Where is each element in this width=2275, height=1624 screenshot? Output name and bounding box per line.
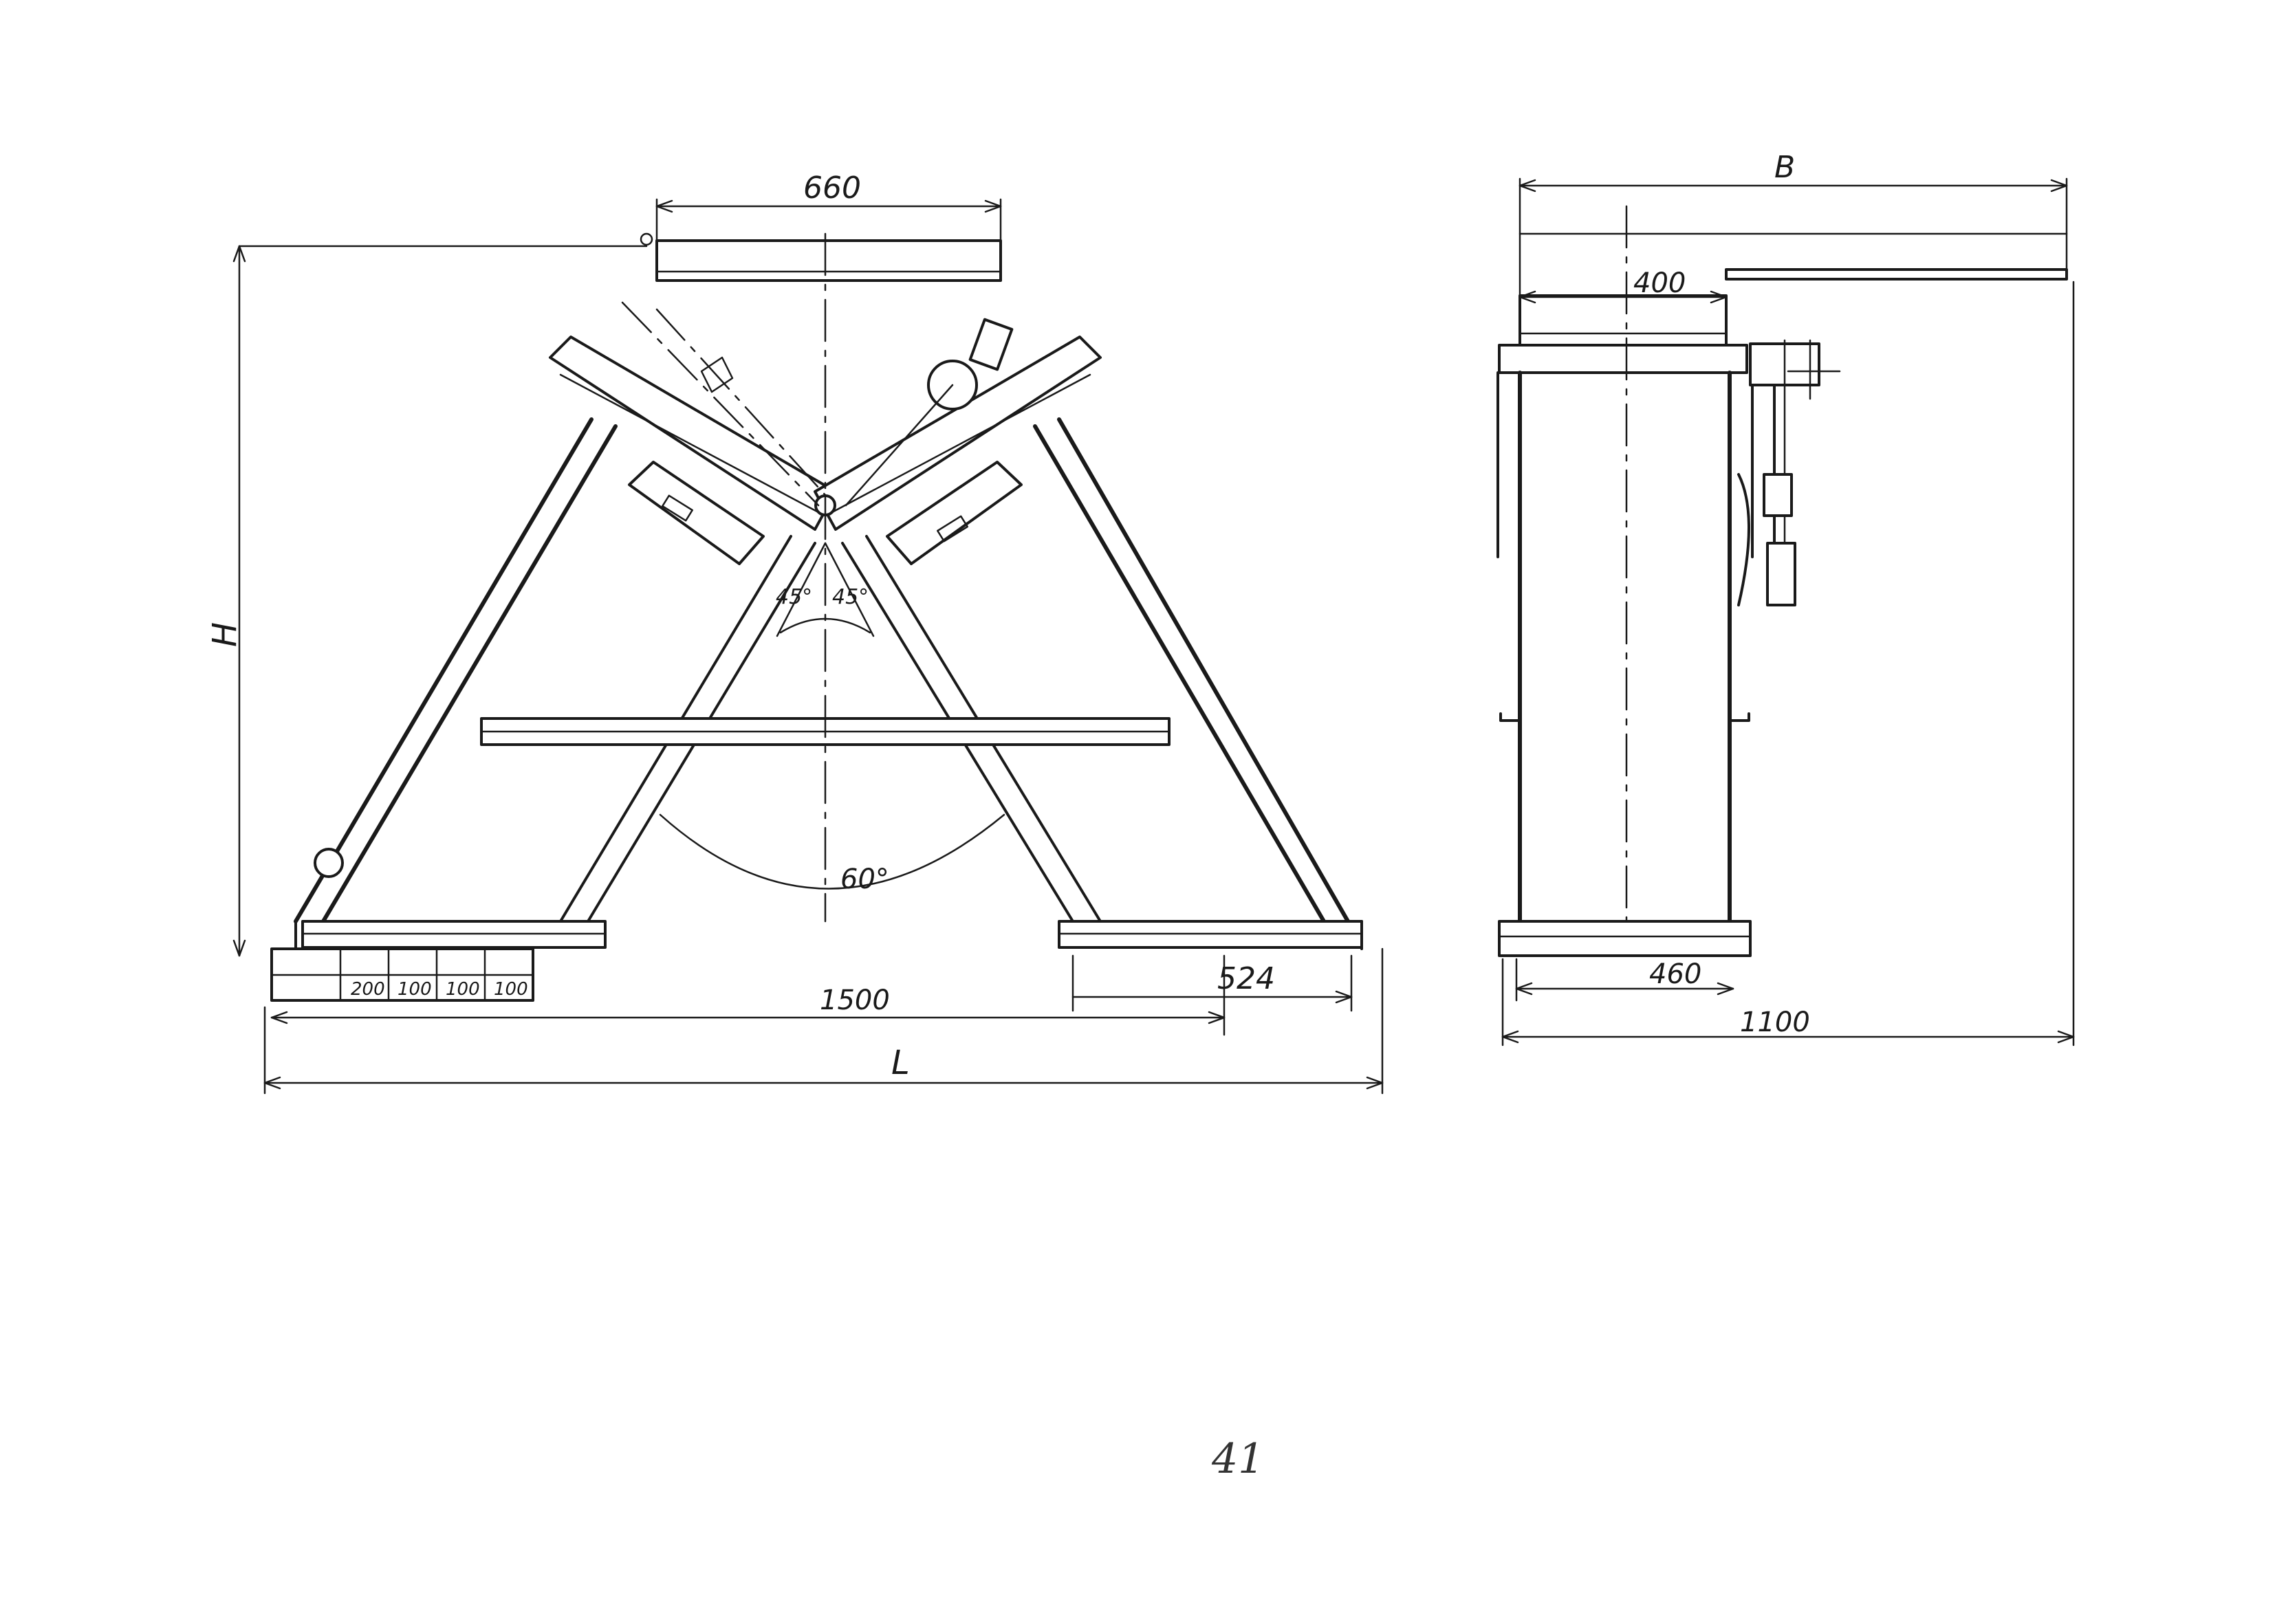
dim-text-angle-left: 45° [776, 585, 812, 609]
dim-overall-length [263, 947, 1384, 1095]
dim-text-B: B [1774, 150, 1795, 185]
right-foot [1058, 920, 1363, 950]
dim-text-524: 524 [1217, 961, 1275, 996]
angle-arc-60 [659, 813, 1005, 890]
side-gauge-bracket [1737, 339, 1841, 606]
side-hook-left [1499, 712, 1521, 722]
ruler-label-1: 200 [351, 979, 385, 1000]
side-view: B 400 460 1100 [1496, 150, 2075, 1046]
gauge-dial [621, 301, 1014, 507]
left-foot [294, 920, 607, 950]
side-column [1496, 205, 1754, 936]
dim-text-angle-60: 60° [840, 864, 889, 895]
dim-top-width [655, 198, 1002, 242]
ruler-label-2: 100 [398, 979, 432, 1000]
ruler-label-3: 100 [446, 979, 480, 1000]
dim-overall-width [1519, 177, 2068, 297]
dim-base-span [270, 954, 1226, 1036]
left-v-arm [549, 336, 837, 565]
dim-text-660: 660 [803, 171, 861, 206]
dim-bottom-overall [1501, 281, 2075, 1046]
dim-text-angle-right: 45° [832, 585, 869, 609]
side-hook-right [1728, 712, 1750, 722]
dim-text-L: L [891, 1044, 910, 1082]
dim-text-H: H [206, 622, 244, 647]
page-number: 41 [1211, 1435, 1264, 1483]
dim-text-460: 460 [1649, 958, 1701, 990]
dim-text-400: 400 [1633, 267, 1686, 299]
dim-top-offset [1519, 290, 1728, 304]
top-plate [655, 239, 1002, 282]
base-ruler [270, 947, 534, 1002]
side-base-plate [1498, 920, 1752, 957]
side-top-beam [1498, 294, 1748, 374]
dim-foot-length [1071, 954, 1353, 1012]
dim-text-1500: 1500 [820, 985, 890, 1016]
dim-base-width [1515, 958, 1734, 1002]
dim-height [232, 232, 653, 957]
outer-right-leg [1033, 417, 1350, 923]
front-view: 660 H 45° 45° 60° 1500 524 L 200 100 100… [206, 171, 1384, 1095]
ruler-label-4: 100 [494, 979, 528, 1000]
outer-left-leg [294, 417, 618, 923]
right-v-arm [814, 336, 1102, 565]
dim-text-1100: 1100 [1740, 1007, 1810, 1038]
angle-arc-45 [776, 542, 875, 637]
